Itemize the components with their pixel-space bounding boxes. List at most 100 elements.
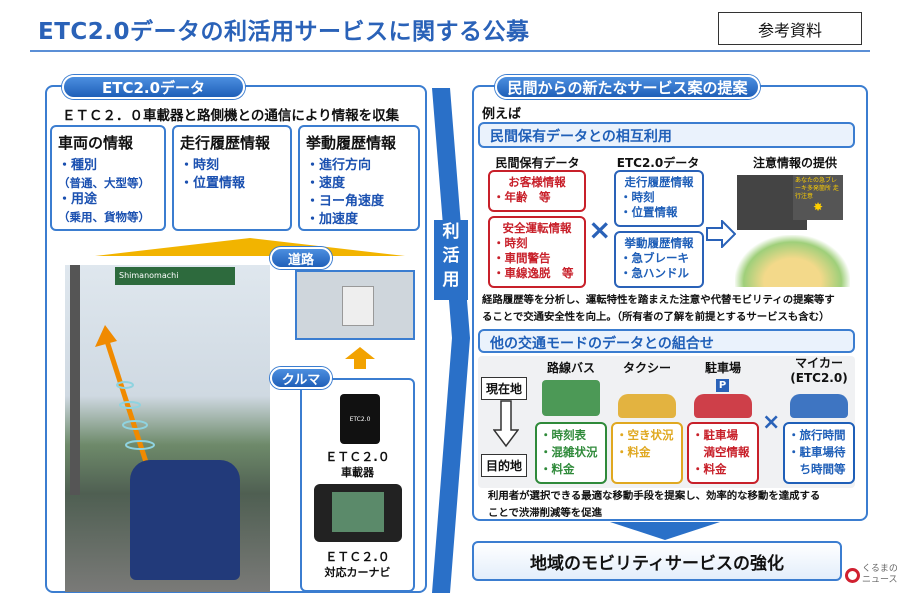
section1-desc: 経路履歴等を分析し、運転特性を踏まえた注意や代替モビリティの提案等す ることで交…	[482, 292, 835, 326]
desc-line: ることで交通安全性を向上。（所有者の了解を前提とするサービスも含む）	[482, 311, 830, 323]
device-label: ＥＴＣ２.０	[325, 450, 390, 464]
private-data-box: 安全運転情報・時刻・車間警告・車線逸脱 等	[488, 216, 586, 288]
mode-info-item: ・料金	[540, 462, 575, 476]
mode-name: マイカー (ETC2.0)	[790, 356, 848, 385]
section2-desc: 利用者が選択できる最適な移動手段を提案し、効率的な移動を達成する ことで渋滞削減…	[488, 488, 820, 522]
info-box-title: 挙動履歴情報	[306, 134, 397, 152]
roadside-unit-photo	[295, 270, 415, 340]
info-box: 挙動履歴情報・進行方向・速度・ヨー角速度・加速度	[298, 125, 420, 231]
mode-info-item: ・駐車場待	[788, 445, 846, 459]
mode-info-item: ・空き状況	[616, 428, 674, 442]
up-arrow-icon	[345, 347, 375, 369]
destination-label: 目的地	[481, 454, 528, 477]
info-box-item: ・位置情報	[180, 176, 246, 191]
box-item: ・急ブレーキ	[620, 251, 689, 265]
watermark: くるまのニュース	[862, 564, 898, 586]
box-title: 挙動履歴情報	[624, 236, 694, 250]
box-title: お客様情報	[508, 175, 566, 189]
info-box-item: ・速度	[306, 176, 346, 191]
info-box: 走行履歴情報・時刻・位置情報	[172, 125, 292, 231]
result-box: 地域のモビリティサービスの強化	[472, 541, 842, 581]
info-box-title: 走行履歴情報	[180, 134, 271, 152]
mode-info-item: ・料金	[692, 462, 727, 476]
result-arrow-icon	[610, 522, 720, 540]
example-label: 例えば	[482, 107, 522, 122]
warning-text: あなたの急ブレーキ多発箇所 走行注意	[795, 177, 839, 200]
mode-info-box: ・時刻表・混雑状況・料金	[535, 422, 607, 484]
car-label: クルマ	[270, 367, 332, 389]
info-box: 車両の情報・種別（普通、大型等）・用途（乗用、貨物等）	[50, 125, 166, 231]
box-item: ・急ハンドル	[620, 266, 689, 280]
mode-info-item: ・時刻表	[540, 428, 586, 442]
box-item: ・車線逸脱 等	[493, 266, 574, 280]
device-sub: 車載器	[341, 466, 374, 479]
mode-info-box: ・駐車場 満空情報・料金	[687, 422, 759, 484]
origin-label: 現在地	[481, 377, 528, 400]
utilization-arrow-icon	[432, 88, 470, 593]
etc-device-icon: ETC2.0	[340, 394, 380, 444]
mode-info-item: ・旅行時間	[788, 428, 846, 442]
info-box-item: （普通、大型等）	[58, 176, 150, 190]
times-icon: ×	[588, 213, 612, 246]
navi-label: ＥＴＣ２.０	[325, 550, 390, 564]
street-sign: Shimanomachi	[115, 267, 235, 285]
warning-icon: ✸	[812, 200, 824, 214]
times-icon-2: ×	[762, 410, 781, 435]
page-title: ETC2.0データの利活用サービスに関する公募	[38, 19, 530, 45]
box-item: ・時刻	[493, 236, 528, 250]
warning-display: あなたの急ブレーキ多発箇所 走行注意✸	[793, 175, 843, 220]
box-title: 走行履歴情報	[624, 175, 694, 189]
label-char: 利	[442, 222, 460, 242]
etc-data-box: 挙動履歴情報・急ブレーキ・急ハンドル	[614, 231, 704, 288]
roadside-unit-icon	[342, 286, 374, 326]
box-item: ・年齢 等	[493, 190, 551, 204]
mode-vehicle-icon	[790, 394, 848, 418]
box-item: ・車間警告	[493, 251, 551, 265]
utilization-label: 利 活 用	[434, 220, 468, 300]
col-etc: ETC2.0データ	[616, 156, 700, 170]
label-char: 用	[442, 270, 460, 290]
col-private: 民間保有データ	[495, 156, 580, 170]
info-box-item: ・用途	[58, 192, 98, 207]
mode-info-item: 満空情報	[692, 445, 750, 459]
onboard-device-box: ETC2.0 ＥＴＣ２.０ 車載器 ＥＴＣ２.０ 対応カーナビ	[300, 378, 415, 592]
section2-title: 他の交通モードのデータとの組合せ	[478, 329, 855, 353]
road-photo: Shimanomachi	[65, 265, 270, 592]
info-box-item: ・進行方向	[306, 158, 372, 173]
town-illustration	[735, 235, 850, 287]
box-item: ・位置情報	[620, 205, 678, 219]
mode-vehicle-icon	[618, 394, 676, 418]
section1-title: 民間保有データとの相互利用	[478, 122, 855, 148]
watermark-logo-icon	[845, 568, 860, 583]
mode-info-item: ・駐車場	[692, 428, 738, 442]
mode-info-item: ・混雑状況	[540, 445, 598, 459]
col-result: 注意情報の提供	[752, 156, 837, 170]
info-box-item: ・時刻	[180, 158, 220, 173]
info-box-item: ・ヨー角速度	[306, 194, 385, 209]
label-char: 活	[442, 246, 460, 266]
car-navi-icon	[314, 484, 402, 542]
mode-info-item: ・料金	[616, 445, 651, 459]
private-data-box: お客様情報・年齢 等	[488, 170, 586, 212]
road-label: 道路	[270, 247, 332, 269]
down-arrow-icon	[493, 400, 519, 448]
mode-vehicle-icon	[694, 394, 752, 418]
etc-data-box: 走行履歴情報・時刻・位置情報	[614, 170, 704, 227]
mode-name: タクシー	[622, 361, 671, 375]
info-box-title: 車両の情報	[58, 134, 134, 152]
info-box-item: ・加速度	[306, 212, 359, 227]
desc-line: ことで渋滞削減等を促進	[488, 507, 602, 519]
reference-badge: 参考資料	[718, 12, 862, 45]
watermark-line: くるまの	[862, 564, 898, 574]
mode-info-box: ・空き状況・料金	[611, 422, 683, 484]
box-item: ・時刻	[620, 190, 655, 204]
mode-name: 路線バス	[546, 361, 595, 375]
mode-name: 駐車場	[704, 361, 741, 375]
watermark-line: ニュース	[862, 575, 898, 585]
desc-line: 経路履歴等を分析し、運転特性を踏まえた注意や代替モビリティの提案等す	[482, 294, 835, 306]
pole	[70, 265, 80, 495]
car-rear	[130, 460, 240, 580]
mode-info-item: ち時間等	[788, 462, 846, 476]
etc-data-pill: ETC2.0データ	[62, 75, 245, 99]
parking-sign-icon: P	[716, 379, 729, 392]
